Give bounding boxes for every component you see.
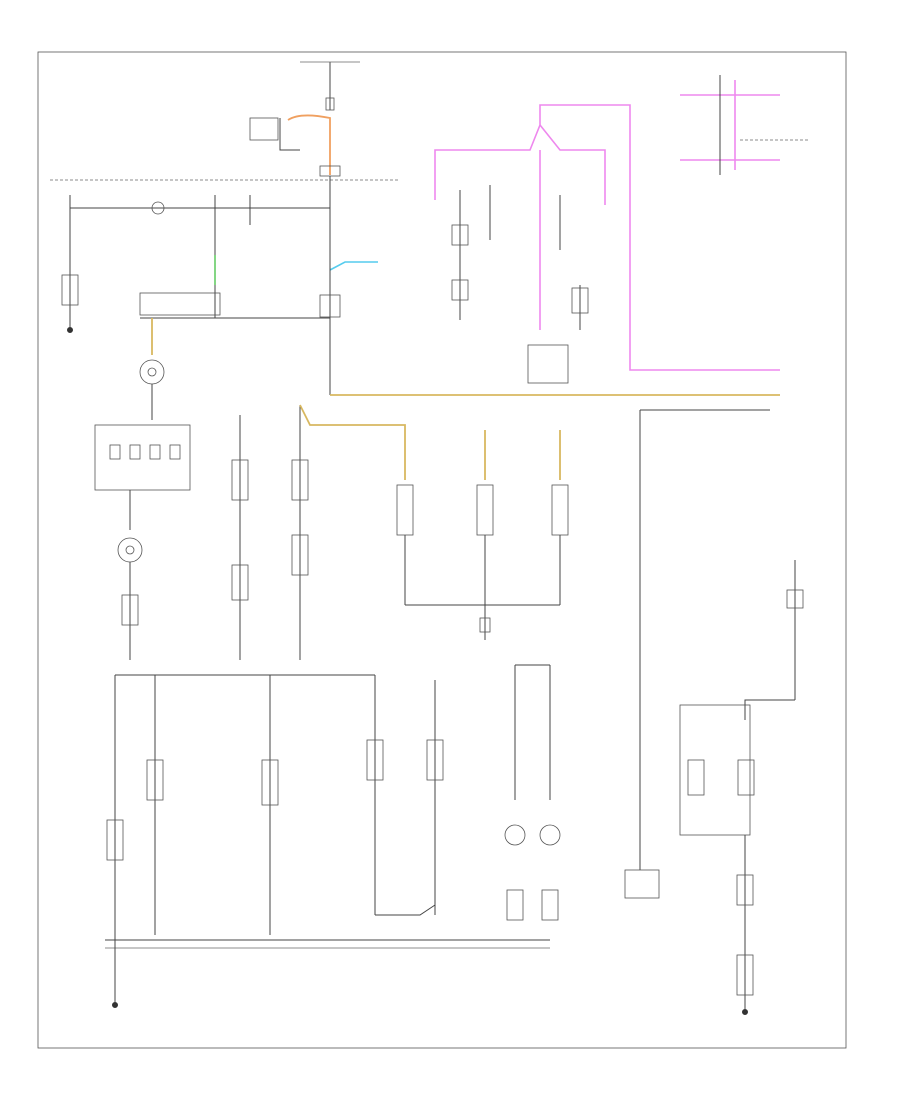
top-right-connectors [451,185,589,384]
left-component-column [61,230,191,660]
ground-icon [742,1009,748,1015]
switch-box [679,704,751,836]
ground-box [624,869,660,899]
lower-components [146,665,561,935]
pink-wires [434,75,780,371]
right-feed-column [624,409,804,1015]
lamp-icon [504,824,526,846]
module-box [94,424,191,491]
relay-box [319,294,341,318]
lamp-icon [151,201,165,215]
relay-box [527,344,569,384]
top-fuse-block [249,61,360,225]
lamp-icon [117,537,143,563]
yellow-bus-wire [299,404,406,480]
top-bus-wire [69,195,330,318]
lamp-icon [539,824,561,846]
center-components [396,484,569,640]
diagram-frame [37,51,847,1049]
bottom-ground-bus [105,675,550,1008]
switch-box [139,292,221,316]
ground-icon [67,327,73,333]
fused-columns-left [231,405,309,660]
lamp-icon [139,359,165,385]
cyan-wire [329,261,378,271]
ground-icon [112,1002,118,1008]
